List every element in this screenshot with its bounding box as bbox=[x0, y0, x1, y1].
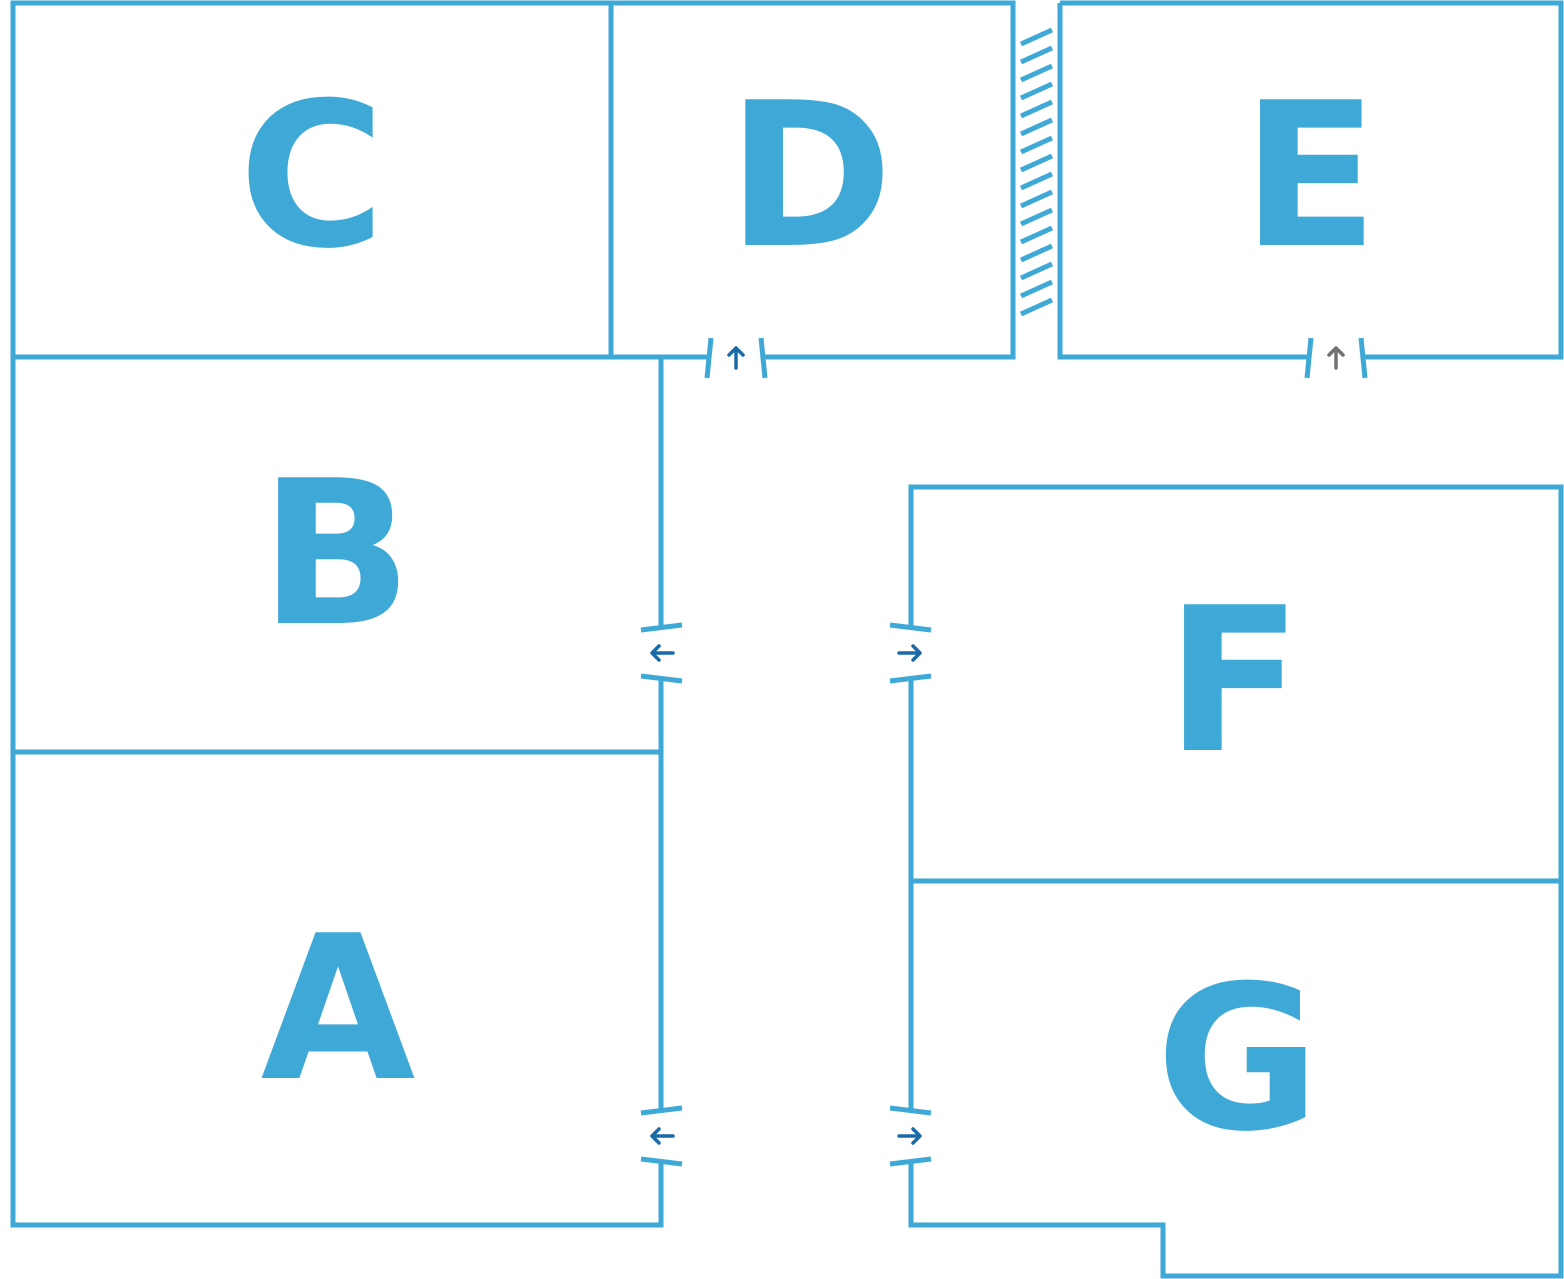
hatch-stroke bbox=[1019, 135, 1054, 155]
room-b[interactable]: B bbox=[10, 354, 664, 755]
door-jamb bbox=[640, 622, 683, 633]
hatch-stroke bbox=[1019, 171, 1054, 191]
arrow-up-icon bbox=[1327, 346, 1345, 370]
hatch-stroke bbox=[1019, 297, 1054, 317]
door-jamb bbox=[640, 673, 683, 684]
room-f[interactable]: F bbox=[908, 484, 1564, 884]
hatch-stroke bbox=[1019, 207, 1054, 227]
room-c-label: C bbox=[239, 60, 386, 293]
door-jamb bbox=[889, 1156, 932, 1167]
room-b-label: B bbox=[260, 438, 412, 671]
room-a-walls bbox=[10, 752, 664, 1228]
hatch-stroke bbox=[1019, 153, 1054, 173]
door-jamb bbox=[640, 1105, 683, 1116]
hatch-stroke bbox=[1019, 261, 1054, 281]
arrow-right-icon bbox=[897, 644, 922, 662]
room-e-label: E bbox=[1242, 60, 1379, 293]
door-a[interactable] bbox=[640, 1105, 683, 1167]
room-g[interactable]: G bbox=[908, 881, 1564, 1279]
arrow-right-icon bbox=[897, 1127, 922, 1145]
hatch-stroke bbox=[1019, 99, 1054, 119]
room-e-walls bbox=[1057, 0, 1564, 360]
room-e[interactable]: E bbox=[1057, 0, 1564, 360]
arrow-up-icon bbox=[727, 346, 745, 370]
door-d[interactable] bbox=[704, 337, 768, 379]
door-jamb bbox=[889, 1105, 932, 1116]
door-jamb bbox=[889, 673, 932, 684]
arrow-left-icon bbox=[650, 644, 675, 662]
hatch-stroke bbox=[1019, 63, 1054, 83]
hatch-stroke bbox=[1019, 27, 1054, 47]
room-c[interactable]: C bbox=[10, 0, 614, 360]
door-jamb bbox=[1304, 337, 1314, 379]
door-e[interactable] bbox=[1304, 337, 1368, 379]
room-f-label: F bbox=[1166, 565, 1303, 798]
room-d-label: D bbox=[727, 60, 893, 293]
hatched-wall-d-e bbox=[1019, 27, 1054, 317]
hatch-stroke bbox=[1019, 243, 1054, 263]
door-f[interactable] bbox=[889, 622, 932, 684]
hatch-stroke bbox=[1019, 225, 1054, 245]
arrow-left-icon bbox=[650, 1127, 675, 1145]
room-f-walls bbox=[908, 484, 1564, 884]
room-g-walls bbox=[908, 881, 1564, 1279]
hatch-stroke bbox=[1019, 117, 1054, 137]
door-jamb bbox=[889, 622, 932, 633]
door-jamb bbox=[758, 337, 768, 379]
door-jamb bbox=[704, 337, 714, 379]
room-a-label: A bbox=[261, 893, 416, 1126]
hatch-stroke bbox=[1019, 81, 1054, 101]
room-a[interactable]: A bbox=[10, 752, 664, 1228]
room-b-walls bbox=[10, 354, 664, 755]
hatch-stroke bbox=[1019, 45, 1054, 65]
hatch-stroke bbox=[1019, 279, 1054, 299]
door-jamb bbox=[1358, 337, 1368, 379]
hatch-stroke bbox=[1019, 189, 1054, 209]
door-b[interactable] bbox=[640, 622, 683, 684]
room-d[interactable]: D bbox=[608, 0, 1016, 360]
door-g[interactable] bbox=[889, 1105, 932, 1167]
room-g-label: G bbox=[1156, 943, 1320, 1176]
door-jamb bbox=[640, 1156, 683, 1167]
